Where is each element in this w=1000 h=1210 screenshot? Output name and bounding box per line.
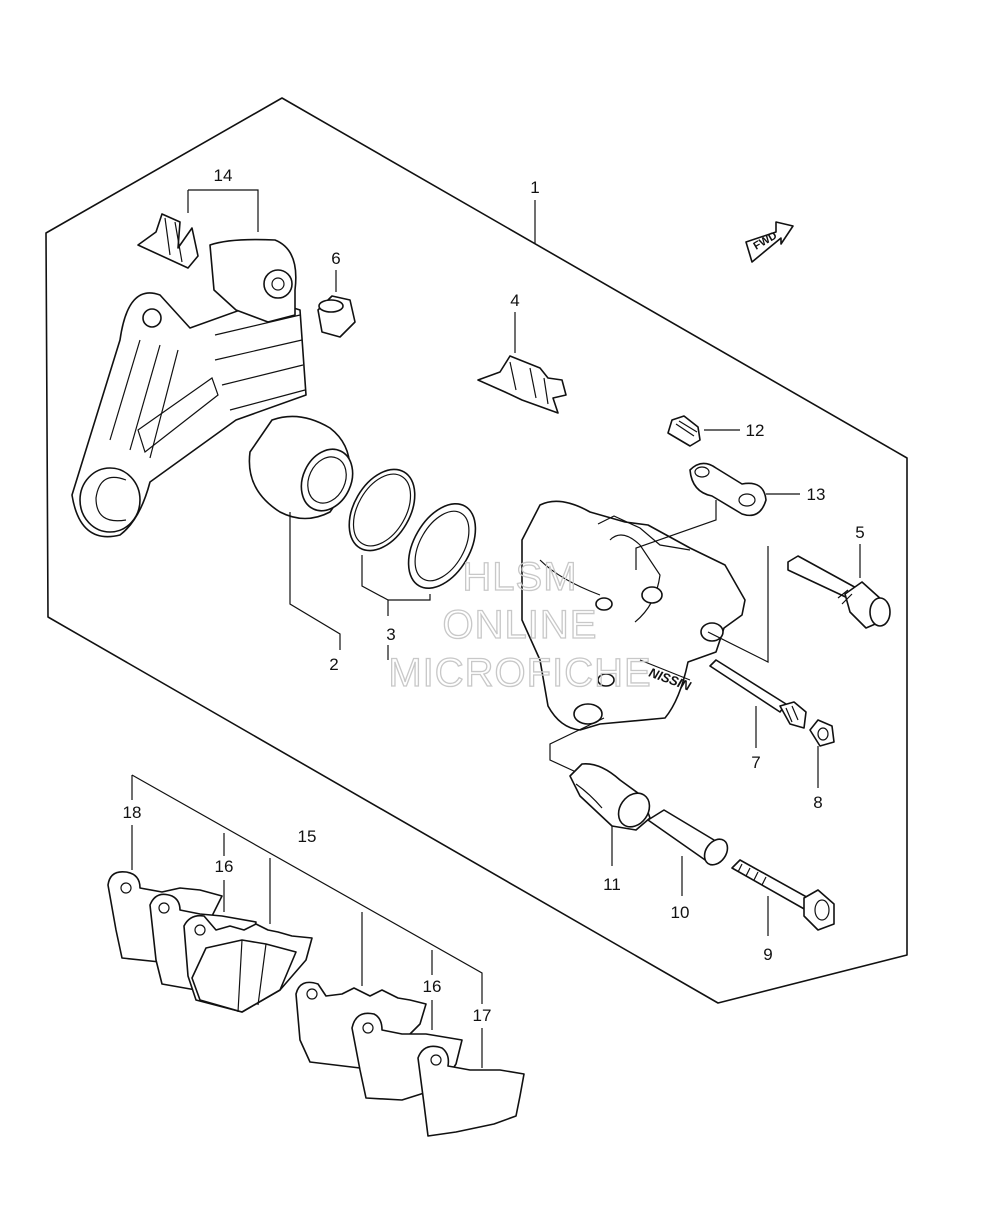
leader-14 — [187, 189, 259, 232]
callout-16a: 16 — [215, 857, 234, 876]
callout-18: 18 — [123, 803, 142, 822]
cap-13 — [689, 462, 767, 517]
callout-15: 15 — [298, 827, 317, 846]
callout-14: 14 — [214, 166, 233, 185]
boot-11 — [569, 763, 651, 831]
leader-caliper-11 — [549, 717, 605, 773]
callout-5: 5 — [855, 523, 864, 542]
brake-pad-15a — [183, 914, 313, 1013]
pad-spring-4 — [477, 355, 567, 414]
callout-4: 4 — [510, 291, 519, 310]
callout-8: 8 — [813, 793, 822, 812]
leader-2 — [289, 512, 341, 650]
bushing-6 — [317, 295, 356, 338]
sleeve-10 — [647, 809, 729, 866]
pad-pin-7 — [709, 659, 807, 729]
callout-11: 11 — [603, 875, 621, 894]
callout-17: 17 — [473, 1006, 492, 1025]
bleeder-valve-12 — [667, 415, 701, 447]
watermark: HLSM ONLINE MICROFICHE — [388, 554, 652, 695]
plug-8 — [809, 719, 835, 747]
callout-7: 7 — [751, 753, 760, 772]
shim-17 — [417, 1045, 525, 1137]
seal-3a — [348, 468, 416, 552]
leader-3 — [361, 555, 431, 660]
slide-pin-5 — [787, 555, 891, 629]
caliper-bracket — [71, 238, 307, 538]
fwd-arrow-icon: FWD — [745, 221, 794, 263]
callout-9: 9 — [763, 945, 772, 964]
caliper-body: NISSIN — [521, 500, 746, 731]
callout-1: 1 — [530, 178, 539, 197]
piston-2 — [248, 415, 354, 520]
callout-3: 3 — [386, 625, 395, 644]
leader-caliper-5 — [707, 546, 769, 663]
callout-13: 13 — [807, 485, 826, 504]
seal-3b — [407, 502, 477, 590]
svg-text:MICROFICHE: MICROFICHE — [388, 651, 651, 695]
leader-pads-kit — [131, 774, 483, 1068]
callout-16b: 16 — [423, 977, 442, 996]
svg-text:HLSM: HLSM — [462, 555, 577, 599]
bolt-9 — [731, 859, 835, 931]
bracket-clip — [137, 213, 199, 269]
svg-text:ONLINE: ONLINE — [443, 603, 598, 647]
callout-10: 10 — [671, 903, 690, 922]
callout-12: 12 — [746, 421, 765, 440]
callout-6: 6 — [331, 249, 340, 268]
leader-caliper-13 — [635, 500, 717, 570]
assembly-outline — [45, 97, 908, 1004]
callout-2: 2 — [329, 655, 338, 674]
